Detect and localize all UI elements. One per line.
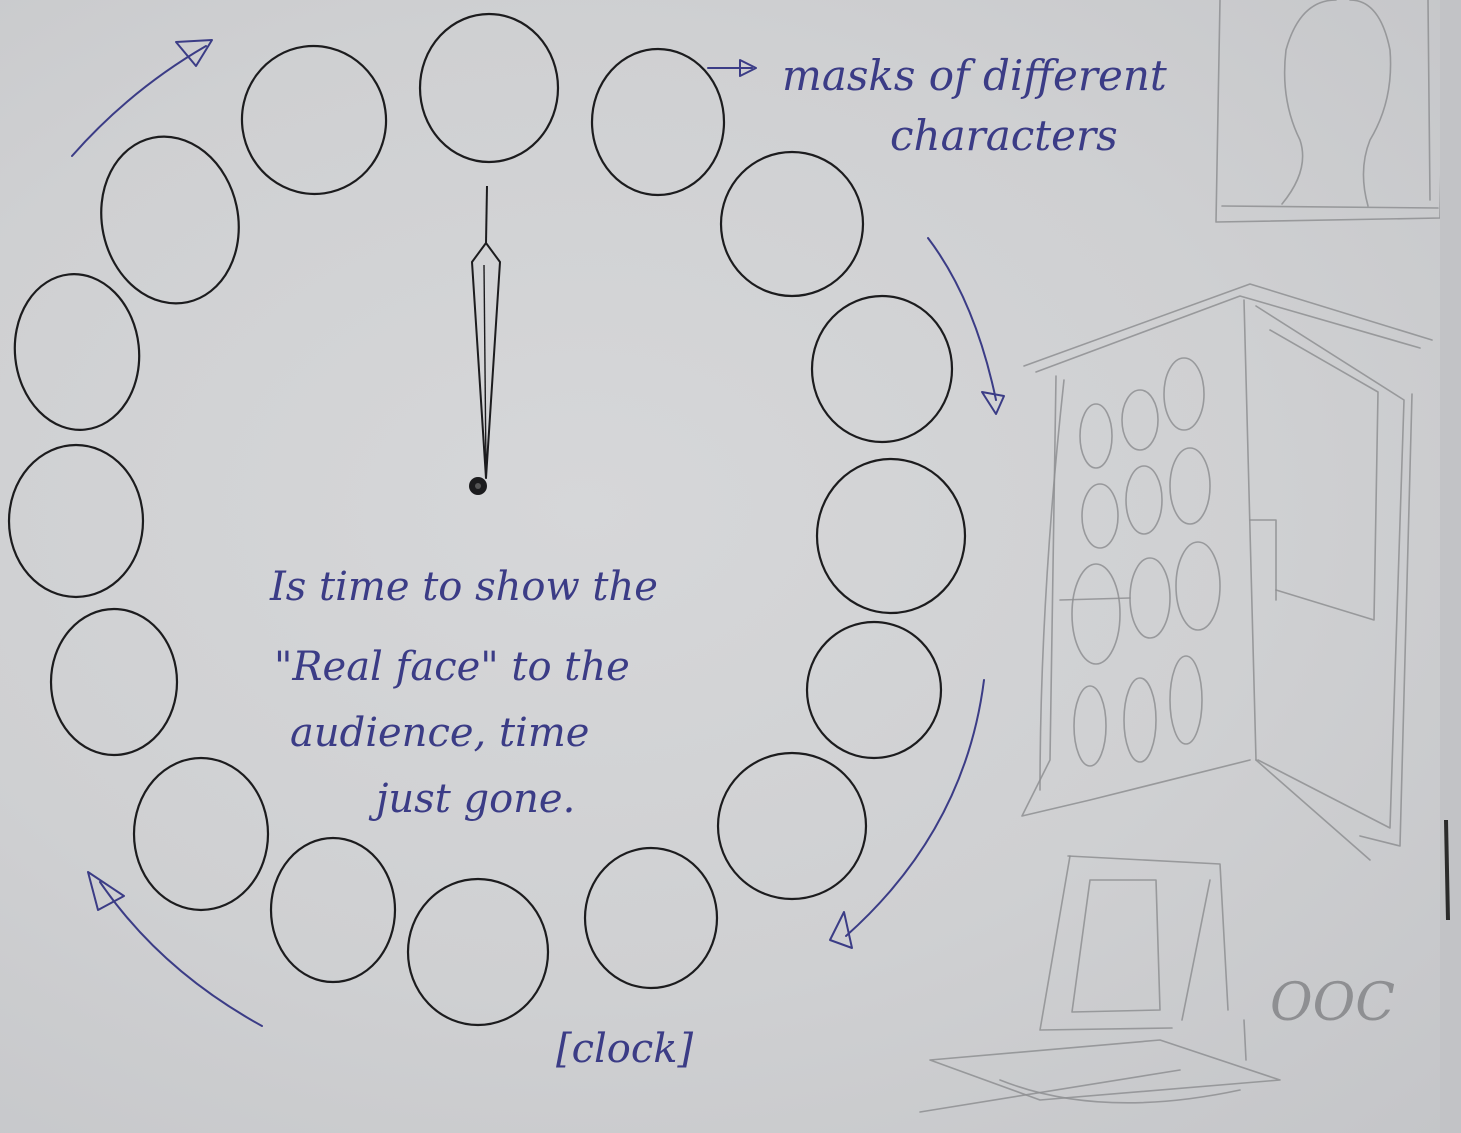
mask-circle bbox=[134, 758, 268, 910]
ooc-label: OOC bbox=[1270, 973, 1395, 1033]
mask-circle bbox=[585, 848, 717, 988]
mask-circle bbox=[9, 445, 143, 597]
arrow-bottom-left bbox=[100, 882, 262, 1026]
mask-circle bbox=[408, 879, 548, 1025]
page-edge bbox=[1440, 0, 1461, 1133]
clock-label: [clock] bbox=[556, 1026, 694, 1072]
mask-circle bbox=[232, 37, 395, 204]
arrow-right-bottom bbox=[846, 680, 984, 936]
arrow-right-top bbox=[928, 238, 996, 400]
mask-ring bbox=[7, 14, 965, 1025]
mask-circle bbox=[721, 152, 863, 296]
caption-line-2: "Real face" to the bbox=[274, 644, 630, 690]
mask-circle bbox=[420, 14, 558, 162]
standing-mirror-sketch bbox=[920, 856, 1280, 1112]
mask-circle bbox=[807, 622, 941, 758]
mask-circle bbox=[7, 268, 147, 436]
mask-circle bbox=[718, 753, 866, 899]
caption-line-1: Is time to show the bbox=[269, 564, 658, 610]
mask-circle bbox=[592, 49, 724, 195]
portrait-frame-sketch bbox=[1216, 0, 1444, 222]
mask-circle bbox=[817, 459, 965, 613]
caption-line-4: just gone. bbox=[368, 776, 575, 822]
arrow-top-left bbox=[72, 46, 206, 156]
rotation-arrows bbox=[72, 40, 1004, 1026]
annotation-line-2: characters bbox=[890, 111, 1118, 160]
mask-cabinet-sketch bbox=[1022, 284, 1432, 860]
caption-line-3: audience, time bbox=[290, 710, 589, 756]
clock-hand bbox=[469, 186, 500, 495]
annotation-line-1: masks of different bbox=[782, 51, 1167, 100]
mask-circle bbox=[812, 296, 952, 442]
mask-circle bbox=[271, 838, 395, 982]
mask-circle bbox=[86, 124, 254, 317]
mask-circle bbox=[51, 609, 177, 755]
